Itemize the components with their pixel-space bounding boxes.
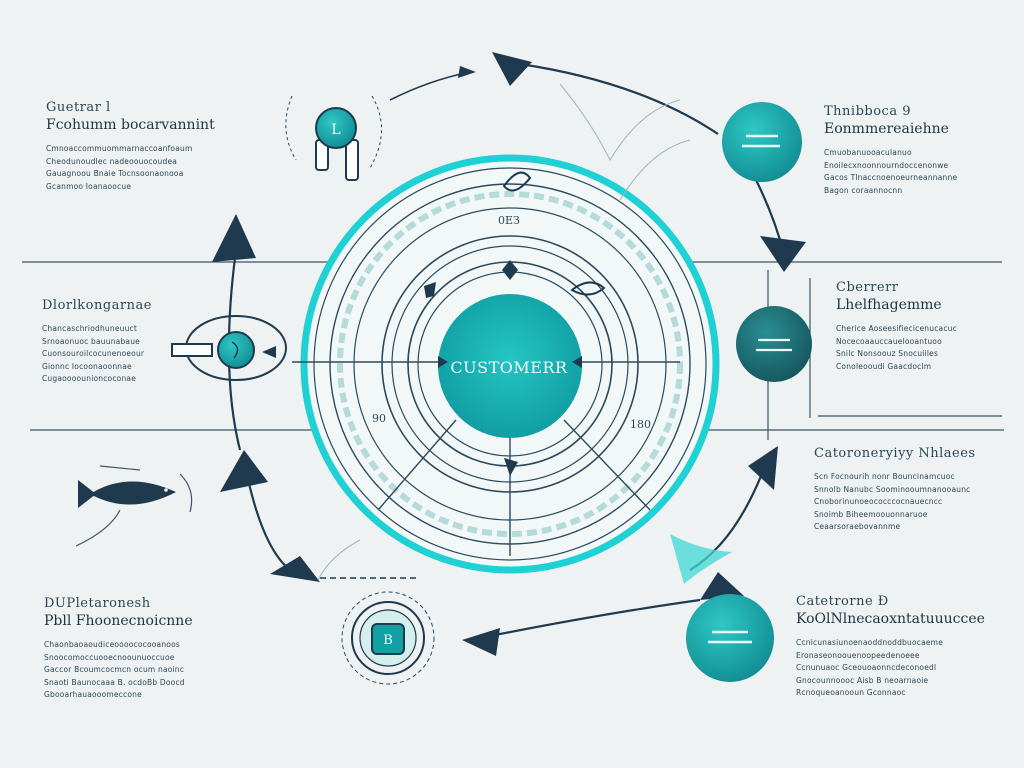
arrow-heads xyxy=(212,52,806,656)
block-subheading: KoOlNlnecaoxntatuuuccee xyxy=(796,611,985,627)
block-heading: Cberrerr xyxy=(836,280,899,295)
block-line: Cmuobanuooaculanuo xyxy=(824,148,912,157)
block-bottom-right: Catetrorne Ð KoOlNlnecaoxntatuuuccee Ccn… xyxy=(796,594,985,700)
block-line: Conoleooudi Gaacdoclm xyxy=(836,361,932,371)
document-icon: B xyxy=(320,577,435,685)
block-heading: Thnibboca 9 xyxy=(824,104,911,119)
block-low-right: Catoroneryiyy Nhlaees Scn Focnourih nonr… xyxy=(814,446,976,534)
block-lines: Cherice Aoseesifiecicenucacuc Nocecoaauc… xyxy=(836,323,957,373)
block-mid-right: Cberrerr Lhelfhagemme Cherice Aoseesifie… xyxy=(836,280,957,373)
block-line: Nocecoaauccauelooantuoo xyxy=(836,336,942,346)
block-line: Gauagnoou Bnaie Tocnsoonaonooa xyxy=(46,169,184,178)
block-heading: Catetrorne Ð xyxy=(796,594,889,609)
block-line: Ccnunuaoc Gceouoaonncdeconoedl xyxy=(796,663,937,672)
top-hook-icon xyxy=(502,171,532,192)
ring-label-left: 90 xyxy=(372,412,386,425)
ring-spokes xyxy=(292,361,680,556)
block-subheading: Fcohumm bocarvannint xyxy=(46,117,215,133)
block-lines: Ccnicunasiunoenaoddnoddbuocaeme Eronaseo… xyxy=(796,637,985,700)
block-line: Srnoaonuoc bauunabaue xyxy=(42,336,140,346)
block-line: Snoocomoccuooecnoounuoccuoe xyxy=(44,652,175,662)
svg-text:L: L xyxy=(331,122,340,138)
block-line: Gacos Tlnaccnoenoeurneannanne xyxy=(824,173,958,182)
block-lines: Chancaschriodhuneuuct Srnoaonuoc bauunab… xyxy=(42,323,152,386)
glow-swoosh xyxy=(670,534,732,584)
block-top-right: Thnibboca 9 Eonmmereaiehne Cmuobanuooacu… xyxy=(824,104,957,197)
block-line: Cherice Aoseesifiecicenucacuc xyxy=(836,324,957,333)
block-bottom-left: DUPletaronesh Pbll Fhoonecnoicnne Chaonb… xyxy=(44,596,193,702)
ring-ornament xyxy=(570,281,606,296)
sketch-lines xyxy=(317,83,691,581)
svg-text:B: B xyxy=(383,633,393,648)
block-line: Snaoti Baunocaaa B. ocdoBb Doocd xyxy=(44,677,185,687)
block-line: Snoimb Biheemoouonnaruoe xyxy=(814,509,928,519)
ring-markers xyxy=(424,260,582,476)
list-icon xyxy=(722,102,802,182)
lock-icon xyxy=(171,315,287,381)
block-line: Ceaarsoraebovannme xyxy=(814,522,901,531)
customer-core xyxy=(438,294,582,438)
block-lines: Cmnoaccommuommarnaccoanfoaum Cheodunoudl… xyxy=(46,143,215,193)
list-icon-bottom xyxy=(686,594,774,682)
block-subheading: Lhelfhagemme xyxy=(836,297,942,313)
block-subheading: Eonmmereaiehne xyxy=(824,121,949,137)
block-line: Scn Focnourih nonr Bouncinamcuoc xyxy=(814,472,955,481)
block-line: Gaccor Bcoumcocmcn ocum naoinc xyxy=(44,665,185,674)
badge-icon: L xyxy=(285,95,382,181)
block-heading: Guetrar l xyxy=(46,100,111,115)
block-line: Cheodunoudlec nadeoouocoudea xyxy=(46,156,178,166)
block-lines: Chaonbaoaoudiceoooococooanoos Snoocomocc… xyxy=(44,639,193,702)
block-line: Chancaschriodhuneuuct xyxy=(42,324,138,333)
block-line: Cmnoaccommuommarnaccoanfoaum xyxy=(46,144,193,153)
ring-label-right: 180 xyxy=(630,418,651,431)
block-subheading: Pbll Fhoonecnoicnne xyxy=(44,613,193,629)
list-icon-dark xyxy=(736,306,812,382)
block-line: Cuonsouroilcocunenoeour xyxy=(42,349,145,358)
block-lines: Scn Focnourih nonr Bouncinamcuoc Snnolb … xyxy=(814,471,976,534)
block-line: Bagon coraannocnn xyxy=(824,185,903,195)
block-line: Gnocounnoooc Aisb B neoarnaoie xyxy=(796,675,929,685)
customer-label: CUSTOMERR xyxy=(450,358,568,377)
block-line: Cnoborinunoeococccocnauecncc xyxy=(814,497,943,506)
block-line: Snnolb Nanubc Soominooumnanooaunc xyxy=(814,484,971,494)
block-top-left: Guetrar l Fcohumm bocarvannint Cmnoaccom… xyxy=(46,100,215,193)
block-line: Eronaseonoouenoopeedenoeee xyxy=(796,650,920,660)
block-line: Ccnicunasiunoenaoddnoddbuocaeme xyxy=(796,638,944,647)
block-line: Rcnoqueoanooun Gconnaoc xyxy=(796,688,906,697)
block-line: Cugaoooounioncoconae xyxy=(42,374,137,383)
block-heading: DUPletaronesh xyxy=(44,596,151,611)
block-line: Gionnc Iocoonaoonnae xyxy=(42,361,132,371)
block-line: Chaonbaoaoudiceoooococooanoos xyxy=(44,640,180,649)
ring-label-top: 0EЗ xyxy=(498,214,520,227)
block-line: Enoilecxnoonnourndoccenonwe xyxy=(824,160,949,170)
block-mid-left: Dlorlkongarnae Chancaschriodhuneuuct Srn… xyxy=(42,298,152,386)
block-line: Gcanmoo Ioanaoocue xyxy=(46,181,132,191)
fish-icon xyxy=(75,465,193,547)
block-heading: Catoroneryiyy Nhlaees xyxy=(814,446,976,461)
block-line: Snilc Nonsoouz Snocuiiles xyxy=(836,349,939,358)
block-line: Gbooarhauaooomeccone xyxy=(44,690,142,699)
block-lines: Cmuobanuooaculanuo Enoilecxnoonnourndocc… xyxy=(824,147,957,197)
block-heading: Dlorlkongarnae xyxy=(42,298,152,313)
